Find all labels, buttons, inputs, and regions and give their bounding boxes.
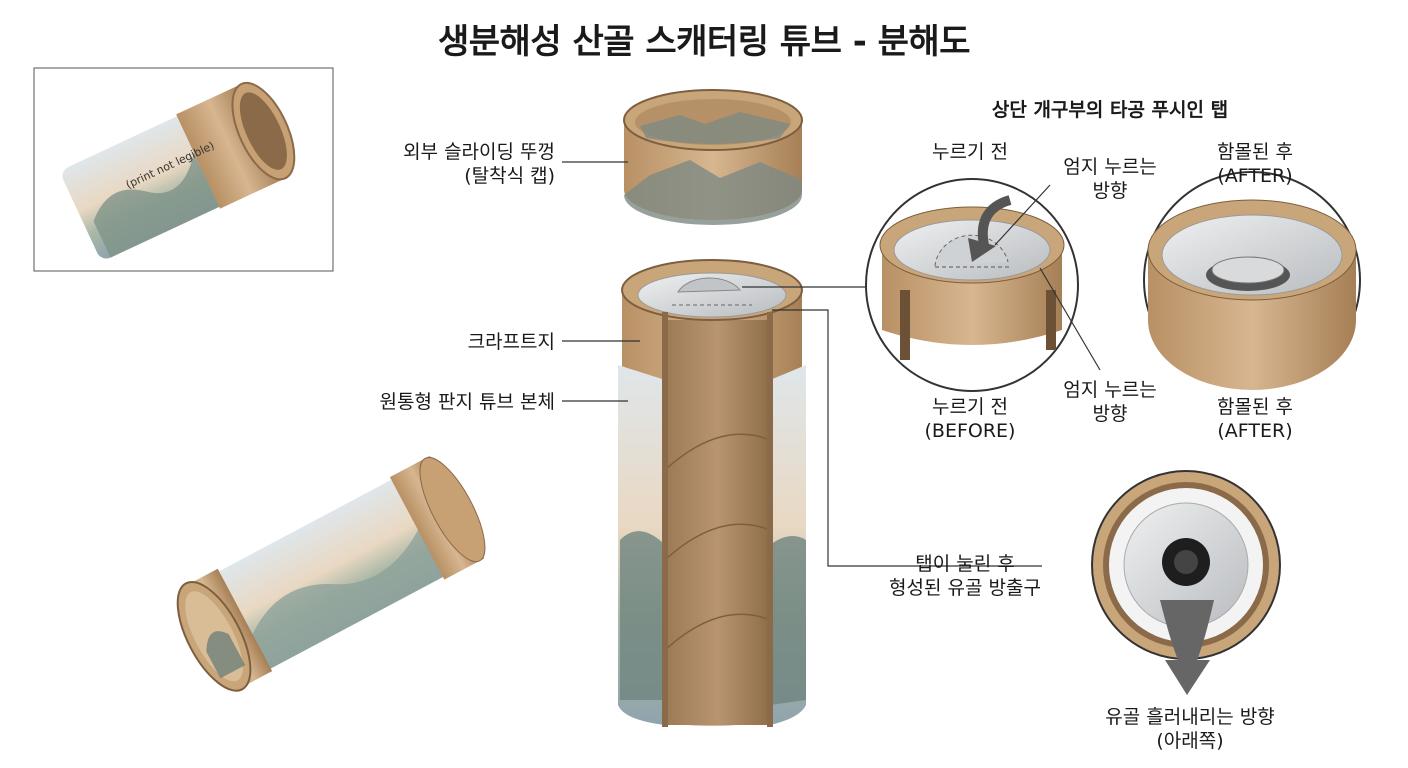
label-spout-line1: 탭이 눌린 후 [915,553,1015,575]
label-spout: 탭이 눌린 후 형성된 유골 방출구 [845,552,1085,600]
detail-before [865,178,1079,392]
label-after-top: 함몰된 후 (AFTER) [1180,140,1330,188]
label-flow: 유골 흘러내리는 방향 (아래쪽) [1070,705,1310,753]
label-press-top: 엄지 누르는 방향 [1030,155,1190,203]
lying-tube-illustration [176,456,486,692]
thumbnail-image: (print not legible) [33,67,334,272]
label-after-top-line1: 함몰된 후 [1217,141,1293,163]
label-before-top: 누르기 전 [932,141,1008,163]
detail-after [1143,171,1361,390]
label-flow-line2: (아래쪽) [1156,730,1224,752]
sliding-lid [623,89,803,225]
label-before-bottom: 누르기 전 (BEFORE) [910,395,1030,443]
tube-body [618,259,806,727]
label-lid: 외부 슬라이딩 뚜껑 (탈착식 캡) [300,140,555,188]
label-after-bottom-line1: 함몰된 후 [1217,396,1293,418]
label-flow-line1: 유골 흘러내리는 방향 [1105,706,1275,728]
leader-lines [562,161,1042,567]
label-lid-line1: 외부 슬라이딩 뚜껑 [403,141,555,163]
label-spout-line2: 형성된 유골 방출구 [889,577,1041,599]
label-press-top-line1: 엄지 누르는 [1063,156,1157,178]
page-title: 생분해성 산골 스캐터링 튜브 - 분해도 [438,22,971,62]
detail-title: 상단 개구부의 타공 푸시인 탭 [991,99,1229,121]
spout-detail [1091,470,1281,695]
label-press-bottom: 엄지 누르는 방향 [1030,378,1190,426]
label-press-bottom-line1: 엄지 누르는 [1063,379,1157,401]
label-body: 원통형 판지 튜브 본체 [379,391,555,413]
label-after-bottom-line2: (AFTER) [1217,420,1293,442]
label-before-bottom-line2: (BEFORE) [924,420,1016,442]
label-after-top-line2: (AFTER) [1217,165,1293,187]
label-press-bottom-line2: 방향 [1092,403,1128,425]
label-after-bottom: 함몰된 후 (AFTER) [1180,395,1330,443]
label-before-bottom-line1: 누르기 전 [932,396,1008,418]
label-press-top-line2: 방향 [1092,180,1128,202]
label-kraft: 크라프트지 [467,331,555,353]
label-lid-line2: (탈착식 캡) [464,165,555,187]
